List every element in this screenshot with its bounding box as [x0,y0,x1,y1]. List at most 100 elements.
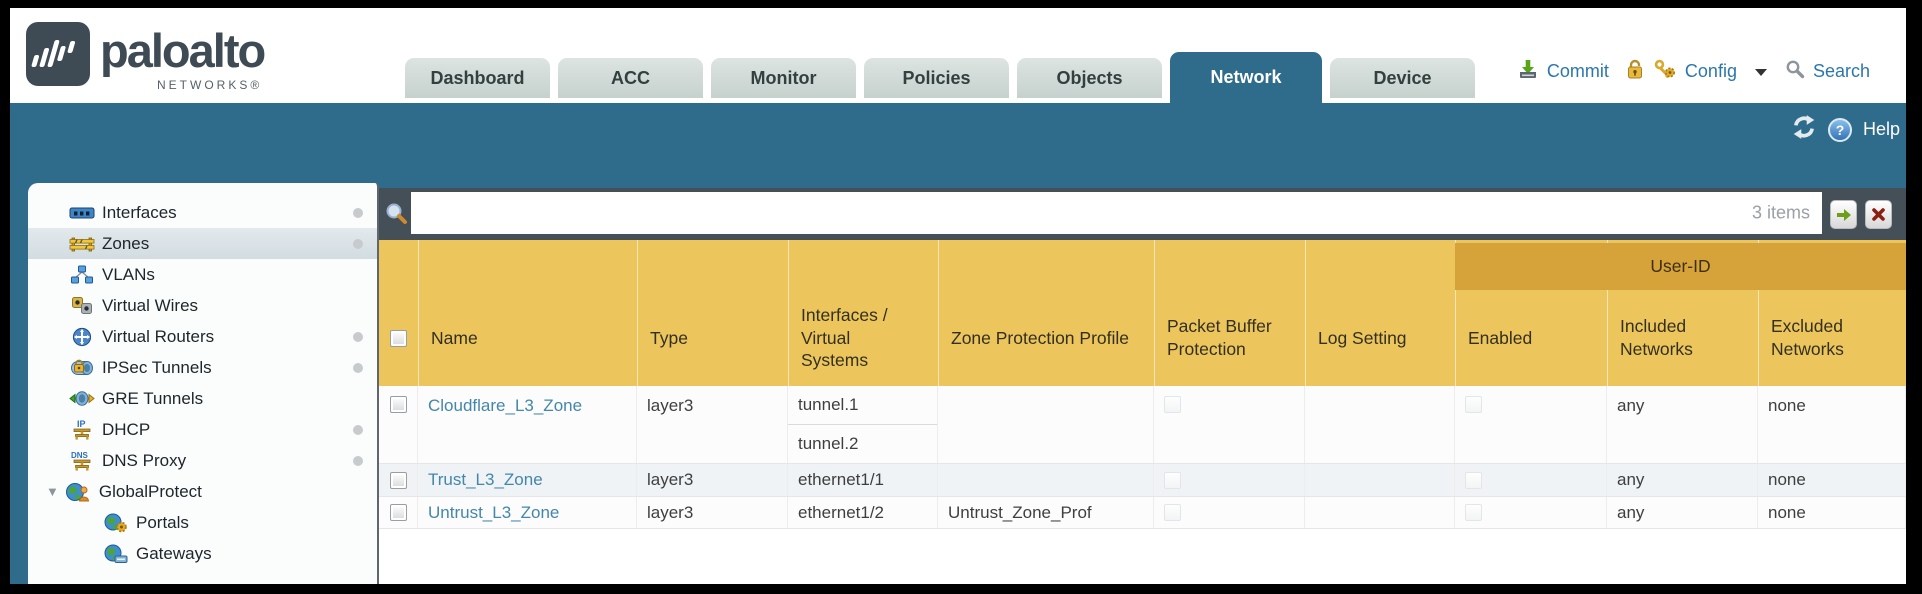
sidebar-item-zones[interactable]: Zones [28,228,377,259]
config-icon [1653,58,1677,85]
svg-text:DNS: DNS [71,451,89,460]
sidebar-item-vlans[interactable]: VLANs [28,259,377,290]
virtual-wires-icon [68,296,95,315]
filter-input[interactable] [411,192,1822,234]
search-button[interactable]: Search [1812,61,1870,81]
sidebar-item-interfaces[interactable]: Interfaces [28,197,377,228]
excluded-networks: none [1758,464,1906,496]
brand-logo: paloalto NETWORKS® [26,22,266,92]
config-button[interactable]: Config [1684,61,1737,81]
column-header-included-networks[interactable]: Included Networks [1607,240,1758,386]
packet-buffer-protection-checkbox[interactable] [1164,504,1181,521]
sidebar-item-label: GRE Tunnels [102,388,204,408]
sidebar-item-ipsec-tunnels[interactable]: IPSec Tunnels [28,352,377,383]
row-checkbox[interactable] [389,504,407,521]
zone-protection-profile [938,464,1154,496]
select-all-checkbox[interactable] [390,329,407,347]
user-id-enabled-checkbox[interactable] [1465,471,1482,489]
sidebar-item-label: Interfaces [102,202,177,222]
svg-text:IP: IP [77,419,86,429]
zone-name-link[interactable]: Untrust_L3_Zone [428,502,560,522]
zones-table-body: Cloudflare_L3_Zone layer3 tunnel.1 tunne… [379,386,1906,529]
excluded-networks: none [1758,386,1906,463]
row-checkbox[interactable] [389,396,407,413]
zone-type: layer3 [637,497,788,528]
column-header-enabled[interactable]: Enabled [1455,240,1607,386]
log-setting [1305,497,1455,528]
zone-name-link[interactable]: Trust_L3_Zone [428,470,543,489]
zone-type: layer3 [637,386,788,463]
column-header-type[interactable]: Type [637,240,788,386]
band-action-bar: ? Help [1791,114,1900,145]
interface-entry: tunnel.1 [788,386,937,425]
gre-tunnels-icon [68,389,95,408]
brand-subtitle: NETWORKS® [157,78,263,92]
commit-button[interactable]: Commit [1546,61,1609,81]
status-dot [353,362,363,373]
log-setting [1305,386,1455,463]
sidebar-item-label: Gateways [136,543,212,563]
items-count-label: 3 items [1751,202,1810,223]
zones-icon [68,235,95,253]
zone-interfaces: ethernet1/1 [788,464,938,496]
column-header-zone-protection-profile[interactable]: Zone Protection Profile [938,240,1154,386]
network-sidebar: Interfaces Zones [28,183,379,584]
user-id-enabled-checkbox[interactable] [1465,396,1482,413]
sidebar-item-label: Virtual Routers [102,326,215,346]
top-bar: paloalto NETWORKS® Dashboard ACC Monitor… [10,8,1906,103]
help-icon[interactable]: ? [1827,117,1853,143]
sidebar-item-gre-tunnels[interactable]: GRE Tunnels [28,383,377,414]
zone-interfaces: tunnel.1 tunnel.2 [788,386,938,463]
tab-monitor[interactable]: Monitor [711,58,856,98]
tab-objects[interactable]: Objects [1017,58,1162,98]
sidebar-item-label: DHCP [102,419,151,439]
expander-triangle-icon[interactable]: ▼ [46,484,59,499]
status-dot [353,238,363,249]
tab-device[interactable]: Device [1330,58,1475,98]
tab-dashboard[interactable]: Dashboard [405,58,550,98]
row-checkbox[interactable] [389,471,407,489]
included-networks: any [1607,386,1758,463]
gateways-icon [102,544,129,564]
column-header-interfaces[interactable]: Interfaces / Virtual Systems [788,240,938,386]
help-label[interactable]: Help [1862,119,1900,139]
sidebar-item-dns-proxy[interactable]: DNS DNS Proxy [28,445,377,476]
lock-icon[interactable] [1625,58,1645,85]
user-id-enabled-checkbox[interactable] [1465,504,1482,521]
dns-proxy-icon: DNS [68,450,95,471]
zone-protection-profile: Untrust_Zone_Prof [938,497,1154,528]
sidebar-item-portals[interactable]: Portals [28,507,377,538]
tab-acc[interactable]: ACC [558,58,703,98]
zone-name-link[interactable]: Cloudflare_L3_Zone [428,396,583,415]
table-row: Cloudflare_L3_Zone layer3 tunnel.1 tunne… [379,386,1906,464]
table-row: Trust_L3_Zone layer3 ethernet1/1 any non… [379,464,1906,497]
sidebar-item-virtual-wires[interactable]: Virtual Wires [28,290,377,321]
sidebar-item-virtual-routers[interactable]: Virtual Routers [28,321,377,352]
config-caret-down-icon[interactable] [1754,69,1767,76]
column-header-packet-buffer-protection[interactable]: Packet Buffer Protection [1154,240,1305,386]
sidebar-item-globalprotect[interactable]: ▼ GlobalProtect [28,476,377,507]
svg-text:?: ? [1836,122,1845,138]
apply-filter-button[interactable] [1830,200,1857,229]
column-header-excluded-networks[interactable]: Excluded Networks [1758,240,1906,386]
paloalto-logo-icon [26,22,90,86]
refresh-icon[interactable] [1791,114,1817,145]
clear-filter-button[interactable] [1865,200,1892,229]
sidebar-item-dhcp[interactable]: IP DHCP [28,414,377,445]
column-header-log-setting[interactable]: Log Setting [1305,240,1455,386]
sidebar-item-label: Zones [102,233,150,253]
packet-buffer-protection-checkbox[interactable] [1164,396,1181,413]
zone-interfaces: ethernet1/2 [788,497,938,528]
status-dot [353,455,363,466]
zone-protection-profile [938,386,1154,463]
app-window: paloalto NETWORKS® Dashboard ACC Monitor… [10,8,1906,584]
interfaces-icon [68,204,95,222]
green-arrow-icon [1836,208,1851,221]
included-networks: any [1607,497,1758,528]
log-setting [1305,464,1455,496]
sidebar-item-gateways[interactable]: Gateways [28,538,377,569]
column-header-name[interactable]: Name [418,240,637,386]
packet-buffer-protection-checkbox[interactable] [1164,471,1181,489]
tab-network[interactable]: Network [1170,52,1322,103]
tab-policies[interactable]: Policies [864,58,1009,98]
